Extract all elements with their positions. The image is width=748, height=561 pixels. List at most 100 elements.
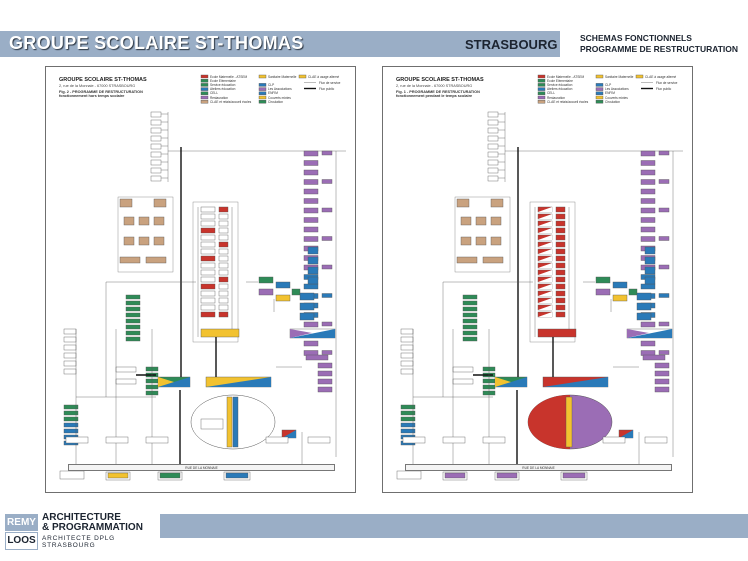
room-split — [290, 329, 335, 338]
room-box — [317, 362, 333, 369]
legend-entry: CLAE et relais/accueil écoles — [547, 99, 589, 104]
room-box — [555, 269, 566, 276]
room-box — [150, 167, 162, 174]
footer-band — [160, 514, 748, 538]
room-box — [487, 159, 499, 166]
legend-entry: Couverts mixtes — [268, 95, 291, 100]
room-box — [529, 201, 576, 343]
room-box — [658, 264, 670, 270]
room-box — [123, 236, 135, 246]
room-box — [654, 378, 670, 385]
room-box — [400, 352, 414, 359]
legend-entry: Flux de service — [656, 80, 678, 85]
room-box — [565, 396, 573, 448]
legend-entry: Ateliers éducation — [210, 87, 236, 92]
room-box — [640, 207, 656, 214]
room-box — [454, 196, 511, 273]
room-split — [538, 235, 552, 240]
room-box — [63, 422, 79, 428]
room-box — [537, 95, 546, 100]
legend-entry: Restauration — [547, 95, 566, 100]
room-box — [635, 74, 644, 79]
room-box — [258, 91, 267, 95]
room-box — [612, 281, 628, 289]
legend-entry: ENFIM — [268, 91, 278, 96]
room-box — [303, 321, 319, 328]
room-box — [640, 160, 656, 166]
room-box — [644, 246, 656, 255]
legend-entry: Flux public — [656, 86, 672, 91]
room-box — [63, 428, 79, 434]
legend-entry: Les Associations — [605, 87, 629, 92]
room-box — [218, 311, 229, 318]
room-split — [158, 377, 174, 387]
room-box — [487, 135, 499, 142]
room-box — [555, 304, 566, 311]
room-box — [307, 266, 319, 275]
room-box — [555, 290, 566, 297]
room-box — [496, 472, 518, 479]
room-box — [307, 256, 319, 265]
room-box — [487, 143, 499, 150]
room-box — [658, 321, 670, 327]
room-box — [462, 330, 478, 336]
room-box — [462, 336, 478, 342]
room-box — [115, 366, 137, 373]
room-box — [640, 217, 656, 223]
room-box — [123, 216, 135, 226]
room-box — [442, 436, 466, 444]
room-box — [200, 227, 216, 234]
room-box — [321, 350, 333, 355]
room-box — [232, 396, 239, 448]
room-box — [400, 344, 414, 351]
room-box — [628, 288, 638, 296]
room-box — [400, 368, 414, 375]
room-box — [218, 213, 229, 220]
room-box — [305, 354, 329, 361]
room-split — [538, 270, 552, 275]
city-label: STRASBOURG — [465, 37, 558, 52]
room-box — [595, 83, 604, 87]
room-box — [303, 198, 319, 204]
courtyard-half — [528, 395, 570, 449]
room-box — [159, 472, 181, 479]
room-box — [452, 378, 474, 385]
room-box — [200, 283, 216, 290]
room-box — [640, 340, 656, 347]
logo-top: REMY — [5, 514, 38, 531]
room-box — [218, 248, 229, 255]
diagram-panel-pendant-temps-scolaire: GROUPE SCOLAIRE ST-THOMAS 2, rue de la M… — [382, 66, 693, 493]
room-split — [495, 377, 511, 387]
page-title: GROUPE SCOLAIRE ST-THOMAS — [9, 33, 304, 53]
room-box — [654, 362, 670, 369]
diagram-canvas — [396, 74, 683, 481]
panel-figure-number: Fig. 1 - PROGRAMME DE RESTRUCTURATION — [396, 90, 480, 94]
panel-figure-caption: Fig. 1 - PROGRAMME DE RESTRUCTURATION fo… — [396, 90, 480, 98]
room-box — [303, 217, 319, 223]
legend-entry: ENFIM — [605, 91, 615, 96]
legend-entry: Couverts mixtes — [605, 95, 628, 100]
diagram-canvas — [59, 74, 346, 481]
room-box — [487, 127, 499, 134]
room-box — [200, 91, 209, 95]
room-box — [150, 175, 162, 182]
room-box — [119, 198, 133, 208]
room-box — [490, 198, 504, 208]
room-box — [150, 151, 162, 158]
room-box — [218, 262, 229, 269]
room-box — [150, 143, 162, 150]
room-box — [200, 213, 216, 220]
room-box — [555, 213, 566, 220]
room-box — [150, 159, 162, 166]
room-box — [537, 83, 546, 87]
room-box — [644, 436, 668, 444]
room-box — [490, 216, 502, 226]
header-white-block — [560, 31, 748, 57]
room-split — [627, 329, 672, 338]
room-box — [636, 312, 652, 321]
room-box — [63, 410, 79, 416]
room-box — [640, 226, 656, 233]
room-box — [456, 198, 470, 208]
room-box — [125, 294, 141, 300]
room-box — [298, 74, 307, 79]
